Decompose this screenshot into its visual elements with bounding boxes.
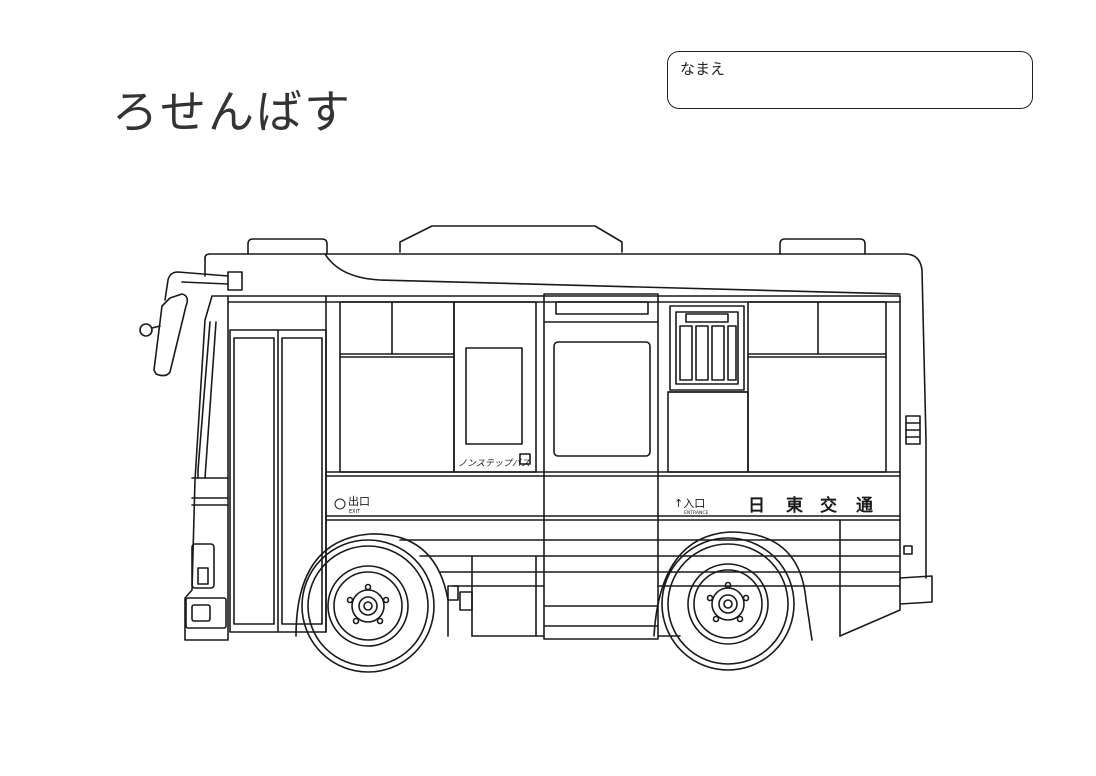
entrance-label: ↑入口 (674, 497, 705, 510)
rear-wheel (661, 537, 795, 671)
roof-units (247, 225, 866, 255)
company-char-1: 日 (748, 496, 765, 516)
page-title: ろせんばす (112, 85, 352, 139)
front-wheel (301, 539, 435, 673)
entrance-sub-label: ENTRANCE (684, 510, 708, 516)
side-windows (339, 293, 921, 640)
bus-labels: 出口 EXIT ↑入口 ENTRANCE ノンステップバス 日 東 交 通 (334, 458, 873, 516)
exit-label: 出口 (348, 494, 370, 508)
company-char-3: 交 (820, 495, 837, 516)
name-field[interactable]: なまえ (667, 51, 1033, 109)
nonstep-label: ノンステップバス (458, 458, 530, 469)
bus-body (139, 253, 927, 641)
company-char-4: 通 (856, 496, 873, 516)
exit-sub-label: EXIT (349, 509, 361, 515)
name-label: なまえ (680, 60, 726, 78)
wheel-arches (295, 531, 813, 641)
company-char-2: 東 (786, 495, 803, 516)
lower-body (325, 295, 933, 637)
